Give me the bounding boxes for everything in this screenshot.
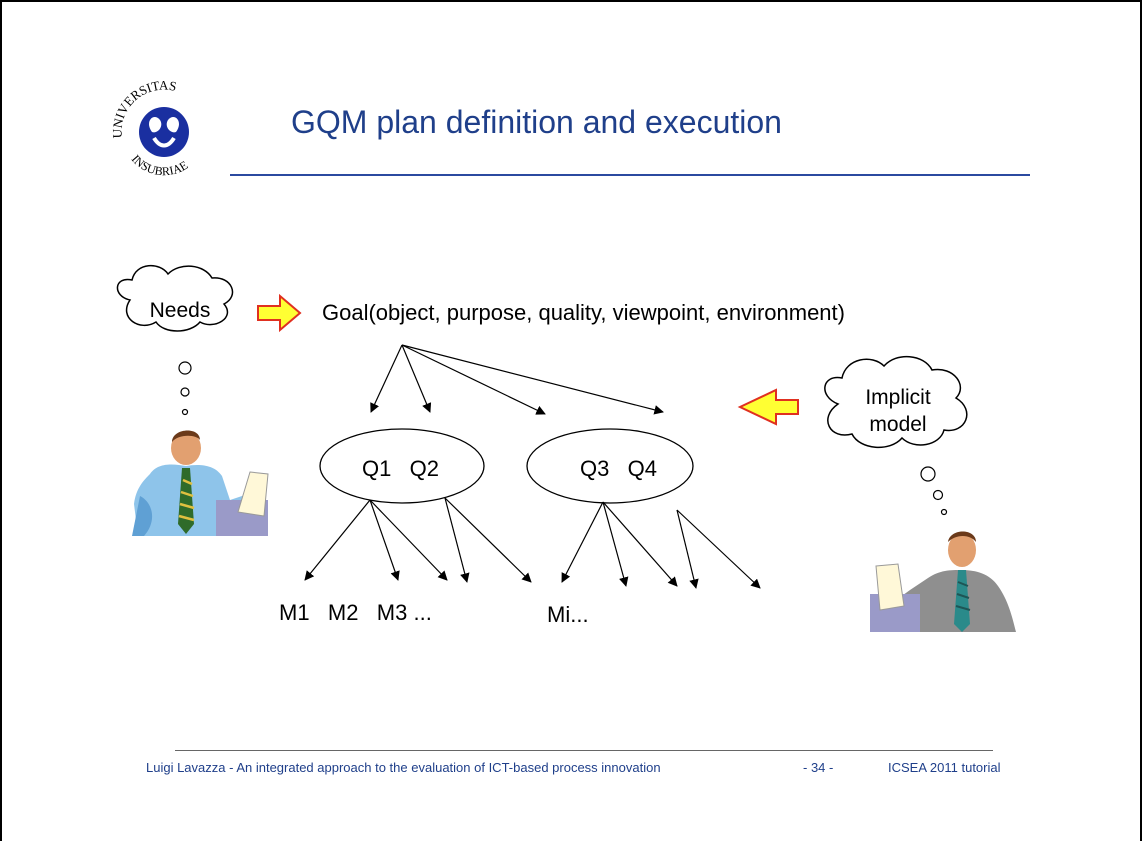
thought-bubble-medium [180,387,190,397]
goal-to-question-arrows [370,344,664,415]
goal-label: Goal(object, purpose, quality, viewpoint… [322,300,845,325]
person-right-icon [870,531,1016,632]
metrics-mi: Mi... [547,602,589,627]
university-logo: UNIVERSITAS INSUBRIAE [109,78,190,179]
questions-q1-q2: Q1 Q2 [362,456,440,481]
question-to-metric-arrows [304,497,761,589]
implicit-label-line1: Implicit [865,386,931,409]
needs-to-goal-arrow [257,293,302,333]
needs-label: Needs [149,299,211,322]
question-group-1 [319,428,485,504]
thought-bubble-right-large [920,466,936,482]
footer-rule [175,750,993,751]
questions-q3-q4: Q3 Q4 [580,456,658,481]
implicit-to-goal-arrow [737,388,799,426]
metrics-m1-m3: M1 M2 M3 ... [279,600,432,625]
thought-bubble-right-small [940,508,948,516]
implicit-label-line2: model [869,413,927,436]
thought-bubble-small [181,408,189,416]
footer-author: Luigi Lavazza - An integrated approach t… [146,760,661,775]
needs-cloud [116,265,234,332]
thought-bubble-large [178,361,192,375]
slide-title: GQM plan definition and execution [291,104,782,140]
person-left-icon [132,430,269,536]
title-underline [230,174,1030,176]
question-group-2 [526,428,694,504]
implicit-model-cloud [824,355,968,449]
footer-page-number: - 34 - [803,760,834,775]
thought-bubble-right-medium [932,489,944,501]
footer-event: ICSEA 2011 tutorial [888,760,1001,775]
